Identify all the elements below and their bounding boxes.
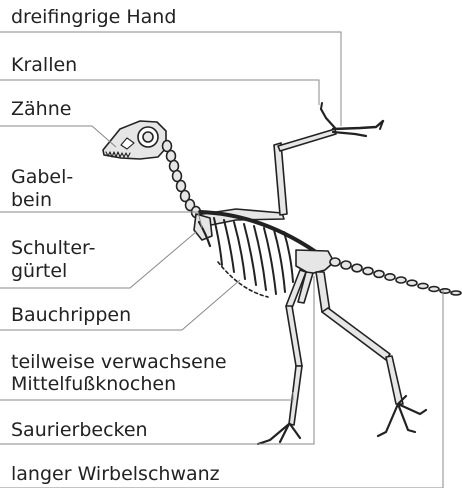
label-furcula-line2: bein <box>11 189 52 211</box>
label-hand: dreifingrige Hand <box>11 6 176 28</box>
label-pelvis: Saurierbecken <box>11 419 148 441</box>
label-shoulder-line1: Schulter- <box>11 237 95 259</box>
label-metatarsals-line2: Mittelfußknochen <box>11 373 176 395</box>
label-claws: Krallen <box>11 54 77 76</box>
label-shoulder-line2: gürtel <box>11 260 67 282</box>
label-teeth: Zähne <box>11 98 71 120</box>
leader-furcula <box>0 212 202 228</box>
leader-teeth <box>0 126 116 147</box>
label-tail: langer Wirbelschwanz <box>11 463 220 485</box>
label-furcula-line1: Gabel- <box>11 166 73 188</box>
label-gastralia: Bauchrippen <box>11 304 131 326</box>
label-metatarsals-line1: teilweise verwachsene <box>11 351 227 373</box>
